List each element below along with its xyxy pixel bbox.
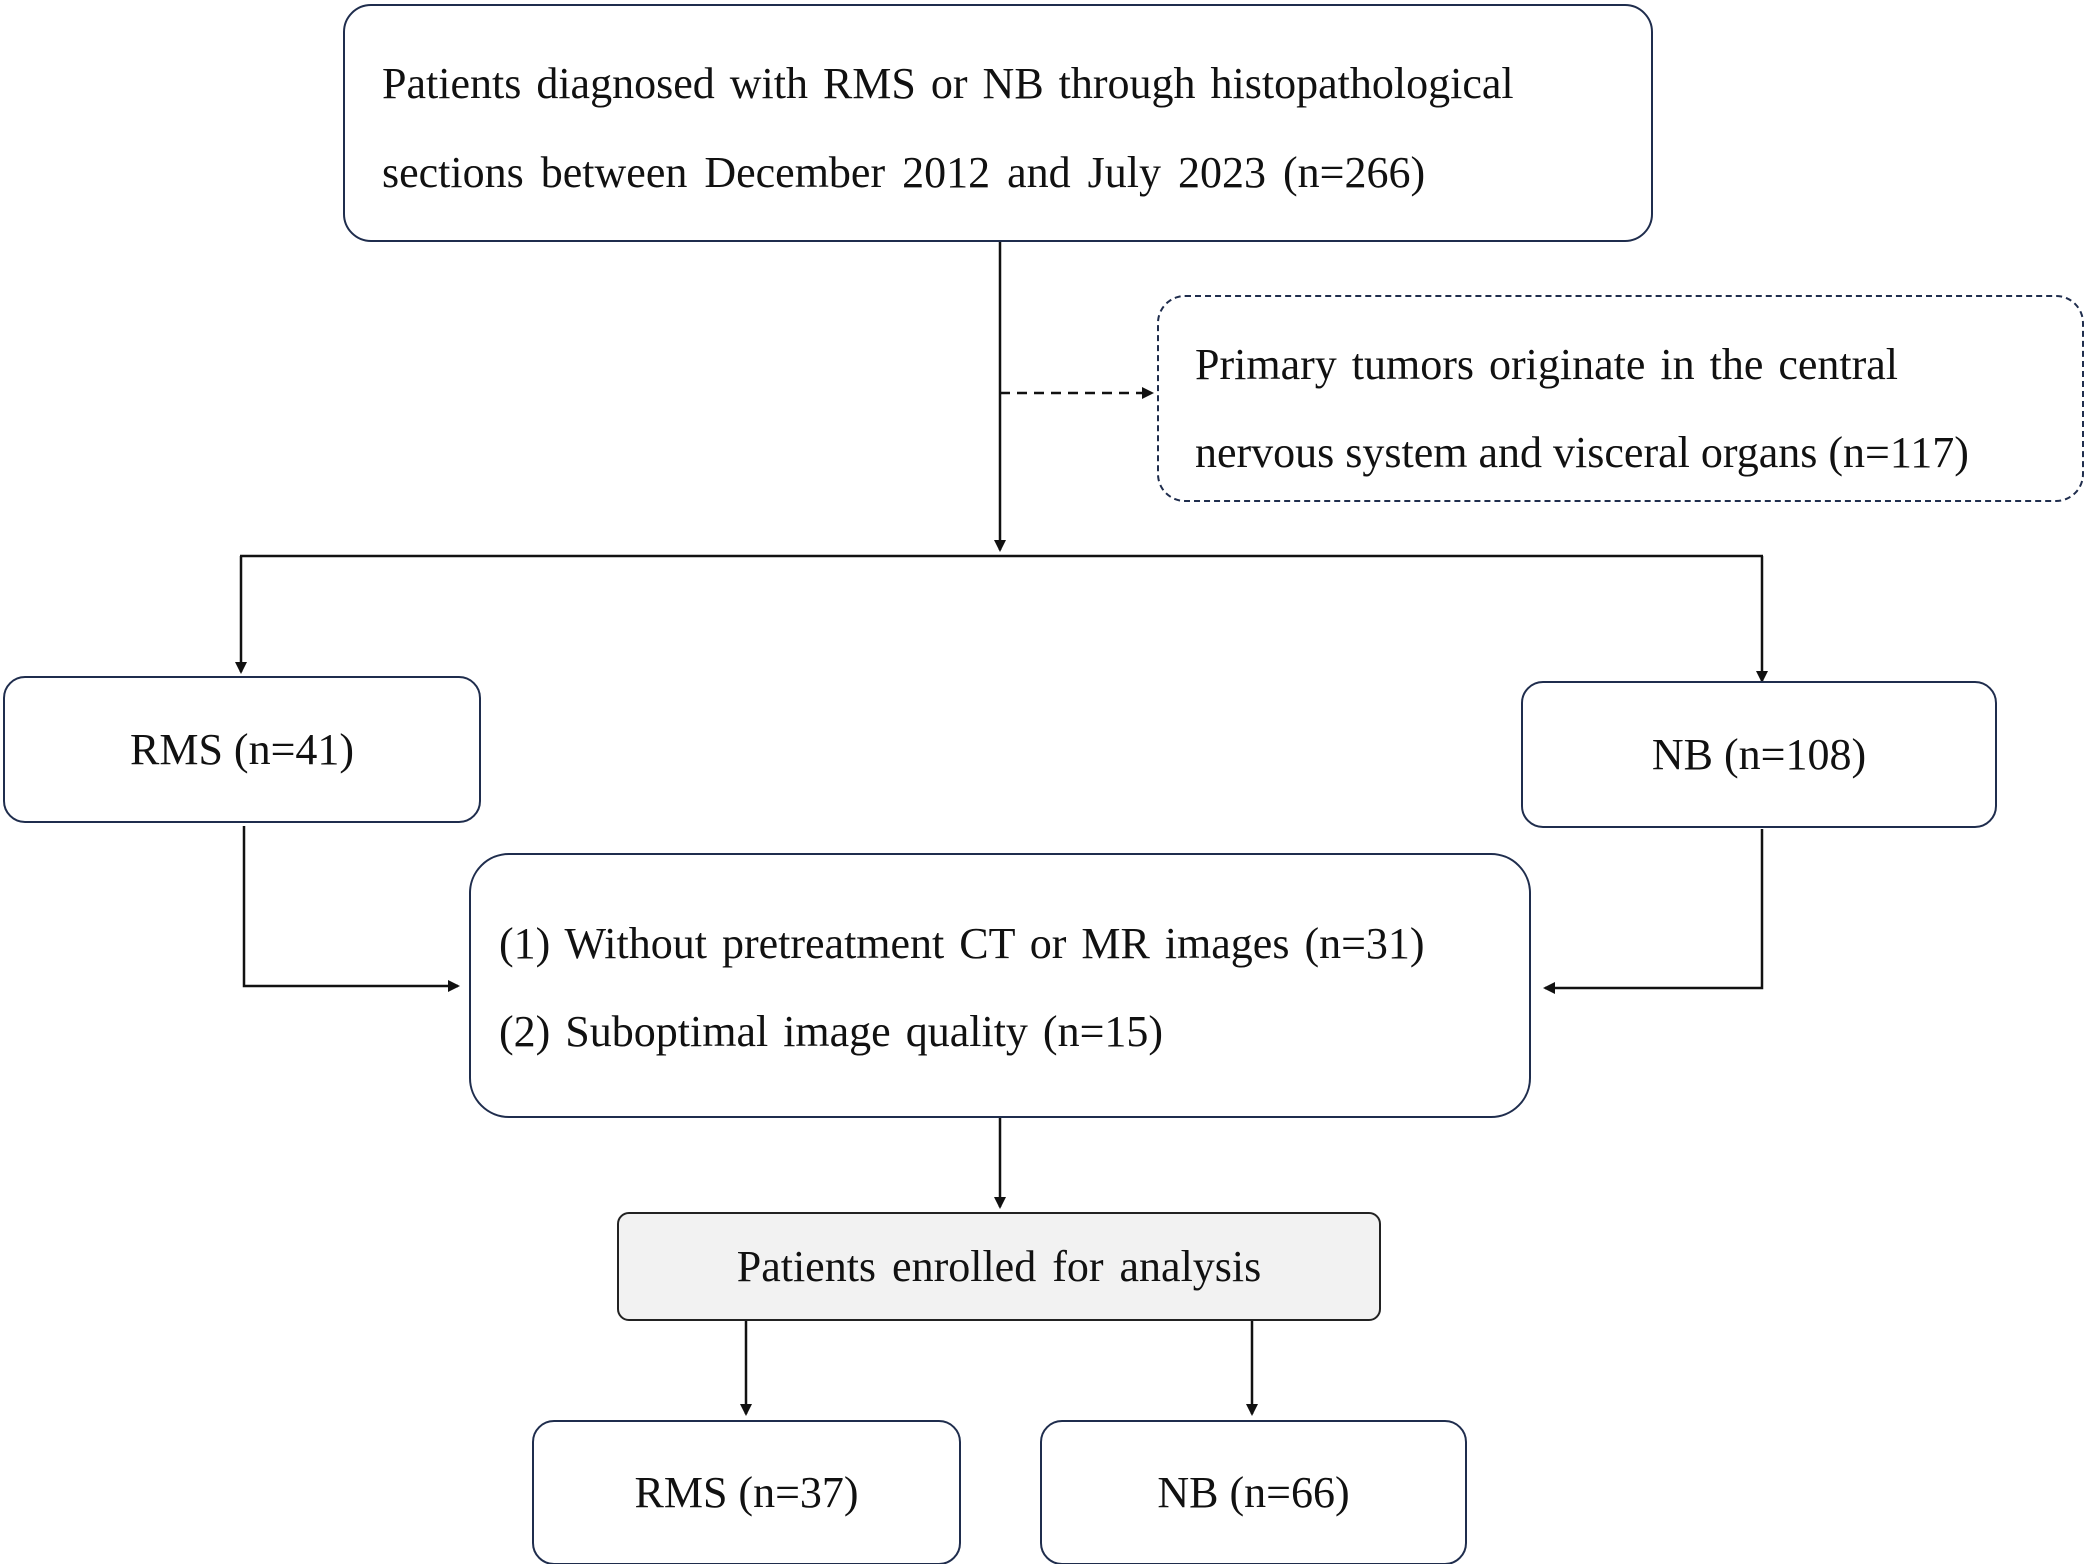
- exclusion-criteria-line-1: (1) Without pretreatment CT or MR images…: [499, 919, 1425, 968]
- excluded-site-box: Primary tumors originate in the central …: [1157, 295, 2084, 502]
- rms-box: RMS (n=41): [3, 676, 481, 823]
- rms-final-box: RMS (n=37): [532, 1420, 961, 1564]
- connector-rms-to-exclusion: [242, 826, 460, 992]
- initial-cohort-line-1: Patients diagnosed with RMS or NB throug…: [382, 59, 1514, 108]
- rms-final-label: RMS (n=37): [634, 1468, 859, 1517]
- nb-box: NB (n=108): [1521, 681, 1997, 828]
- excluded-site-line-1: Primary tumors originate in the central: [1195, 340, 1899, 389]
- initial-cohort-box: Patients diagnosed with RMS or NB throug…: [343, 4, 1653, 242]
- excluded-site-line-2: nervous system and visceral organs (n=11…: [1195, 428, 1969, 477]
- enrolled-box: Patients enrolled for analysis: [617, 1212, 1381, 1321]
- nb-final-box: NB (n=66): [1040, 1420, 1467, 1564]
- nb-final-label: NB (n=66): [1157, 1468, 1350, 1517]
- rms-label: RMS (n=41): [129, 725, 355, 774]
- nb-label: NB (n=108): [1651, 730, 1867, 779]
- initial-cohort-line-2: sections between December 2012 and July …: [382, 148, 1426, 197]
- exclusion-criteria-box: (1) Without pretreatment CT or MR images…: [469, 853, 1531, 1118]
- connector-nb-to-exclusion: [1543, 829, 1764, 994]
- enrolled-label: Patients enrolled for analysis: [736, 1242, 1262, 1291]
- exclusion-criteria-line-2: (2) Suboptimal image quality (n=15): [499, 1007, 1164, 1056]
